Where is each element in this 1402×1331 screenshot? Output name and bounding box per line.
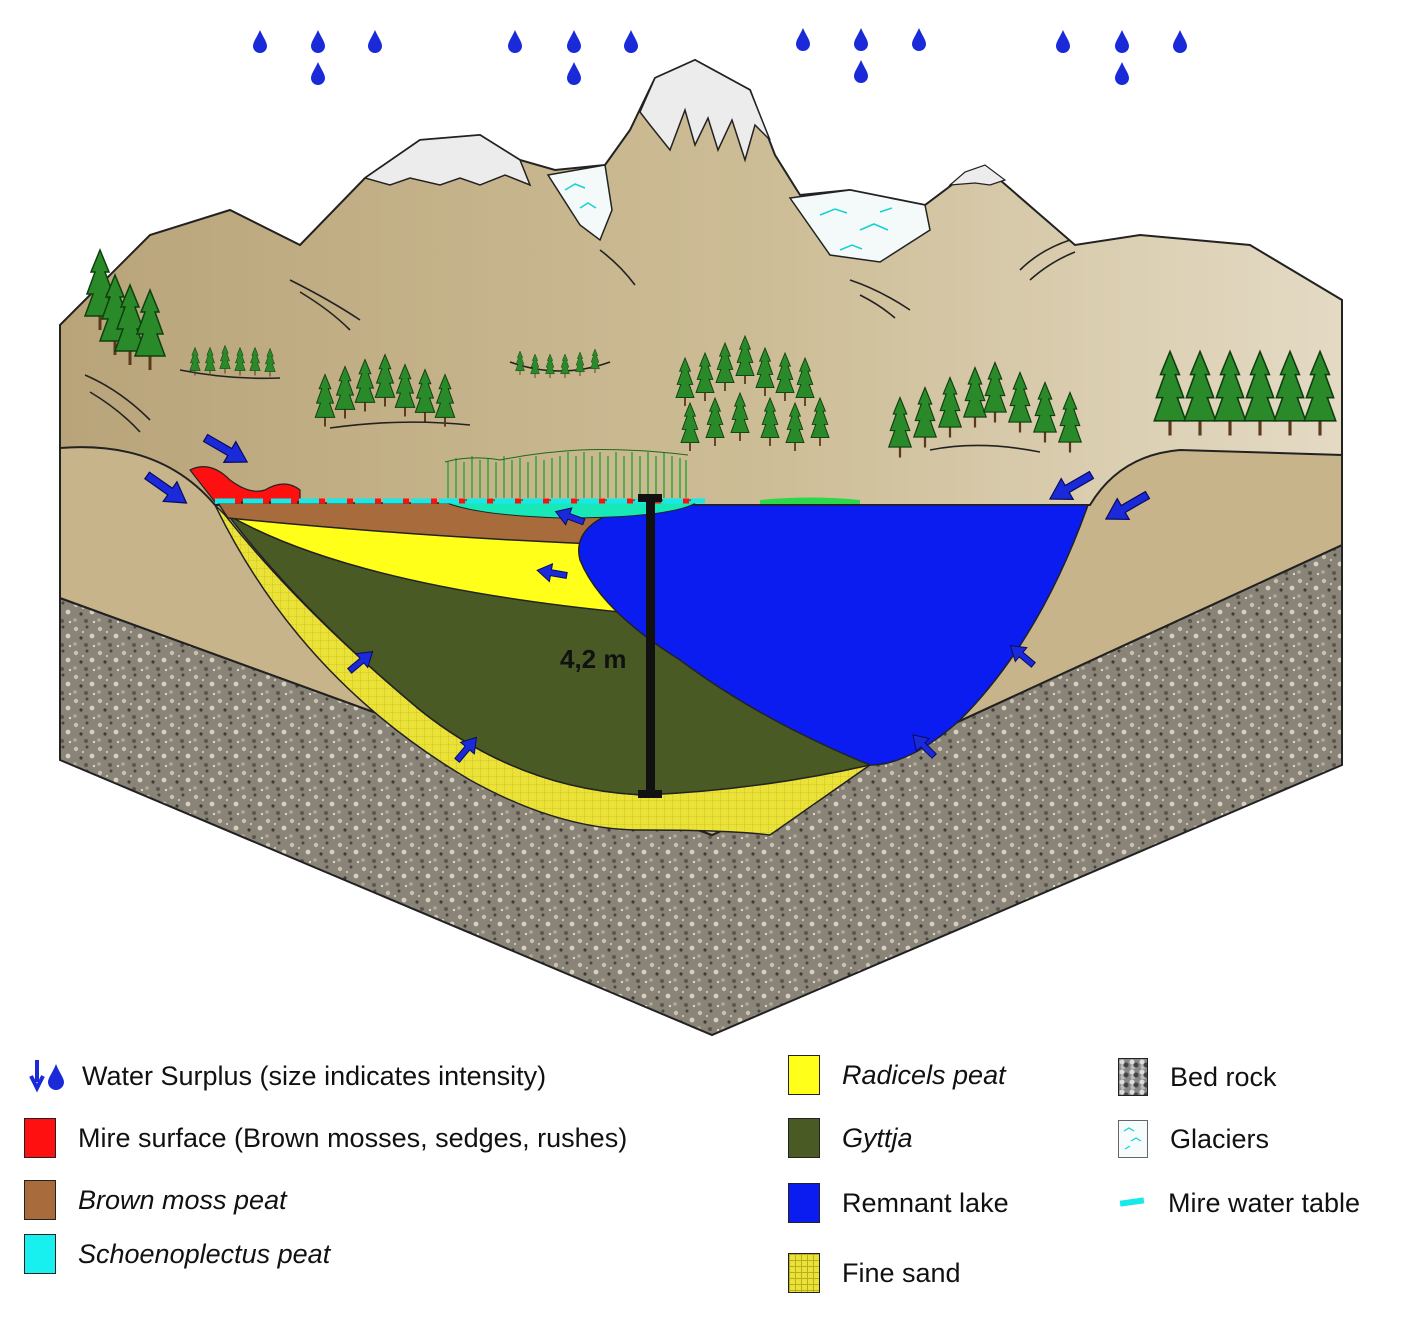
peatland-cross-section-diagram: 4,2 m — [59, 28, 1343, 1037]
rain-drop-icon — [311, 62, 325, 85]
schoenoplectus-peat-swatch — [24, 1234, 56, 1274]
legend-fine-sand: Fine sand — [788, 1253, 961, 1293]
snow-cap — [639, 59, 771, 163]
depth-scale-bar — [638, 494, 662, 798]
rain-drop-icon — [1056, 30, 1070, 53]
legend-label: Remnant lake — [842, 1187, 1009, 1218]
rain-drop-icon — [567, 62, 581, 85]
legend-remnant-lake: Remnant lake — [788, 1183, 1009, 1223]
rain-drop-icon — [912, 28, 926, 51]
water-table-dash-icon — [1119, 1197, 1145, 1207]
legend-mire-water-table: Mire water table — [1118, 1185, 1360, 1221]
legend-glaciers: Glaciers — [1118, 1120, 1269, 1158]
bed-rock-swatch-icon — [1118, 1058, 1148, 1096]
mire-surface — [189, 466, 301, 503]
rain-drop-icon — [1115, 62, 1129, 85]
glacier — [546, 164, 613, 242]
legend-label: Bed rock — [1170, 1061, 1277, 1092]
rain-drop-icon — [253, 30, 267, 53]
snow-cap — [363, 134, 532, 187]
snow-cap — [948, 164, 1007, 186]
legend-label: Radicels peat — [842, 1059, 1006, 1090]
legend-label: Schoenoplectus peat — [78, 1238, 331, 1269]
rain-drop-icon — [854, 28, 868, 51]
legend-schoenoplectus-peat: Schoenoplectus peat — [24, 1234, 330, 1274]
legend-radicels-peat: Radicels peat — [788, 1055, 1006, 1095]
rain-drop-icon — [1173, 30, 1187, 53]
legend-label: Gyttja — [842, 1122, 913, 1153]
water-surplus-icon — [29, 1060, 64, 1093]
rain-drop-icon — [368, 30, 382, 53]
glacier — [788, 189, 931, 263]
legend-label: Water Surplus (size indicates intensity) — [82, 1060, 547, 1091]
legend-brown-moss-peat: Brown moss peat — [24, 1180, 287, 1220]
rain-drop-icon — [624, 30, 638, 53]
fine-sand-swatch — [788, 1253, 820, 1293]
reed-icon — [447, 452, 687, 498]
rain-drop-icon — [508, 30, 522, 53]
rain-drop-icon — [854, 60, 868, 83]
legend-bed-rock: Bed rock — [1118, 1058, 1277, 1096]
legend-label: Mire water table — [1168, 1187, 1361, 1218]
legend-water-surplus: Water Surplus (size indicates intensity) — [28, 1058, 546, 1094]
remnant-lake — [578, 504, 1090, 766]
legend-label: Glaciers — [1170, 1123, 1270, 1154]
brown-moss-peat-swatch — [24, 1180, 56, 1220]
rain-drop-icon — [796, 28, 810, 51]
glacier-swatch-icon — [1118, 1120, 1148, 1158]
rain-drop-icon — [567, 30, 581, 53]
legend-gyttja: Gyttja — [788, 1118, 913, 1158]
remnant-lake-swatch — [788, 1183, 820, 1223]
rain-drop-icon — [311, 30, 325, 53]
mire-surface-swatch — [24, 1118, 56, 1158]
legend-label: Brown moss peat — [78, 1184, 287, 1215]
legend-label: Fine sand — [842, 1257, 961, 1288]
legend-mire-surface: Mire surface (Brown mosses, sedges, rush… — [24, 1118, 627, 1158]
rain-drop-icon — [1115, 30, 1129, 53]
gyttja-swatch — [788, 1118, 820, 1158]
radicels-peat-swatch — [788, 1055, 820, 1095]
depth-label: 4,2 m — [560, 644, 627, 674]
legend-label: Mire surface (Brown mosses, sedges, rush… — [78, 1122, 628, 1153]
